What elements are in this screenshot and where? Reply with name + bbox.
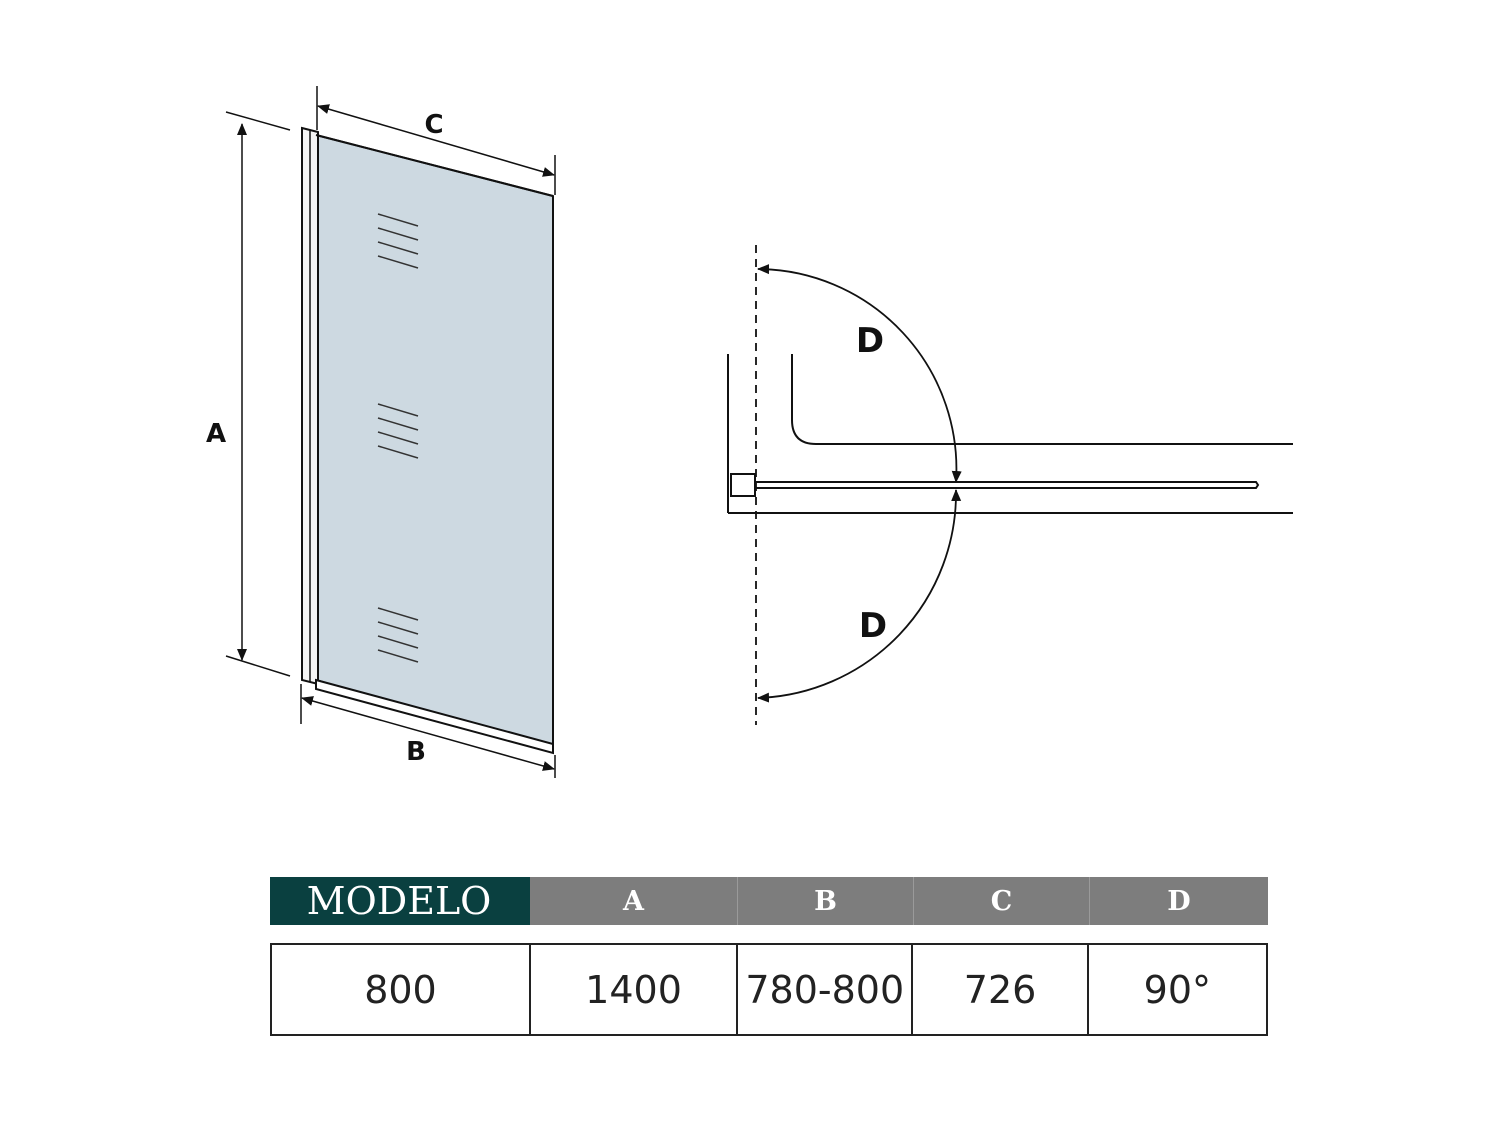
dimension-a (225, 111, 291, 677)
glass-pane (315, 133, 554, 754)
glass-panel-topview (755, 481, 1260, 489)
label-c: C (424, 110, 443, 140)
header-b: B (738, 877, 914, 925)
header-c: C (914, 877, 1090, 925)
bath-rim (791, 354, 1293, 445)
label-d-lower: D (859, 606, 887, 646)
shower-screen-diagram: A C B D D (206, 86, 1293, 778)
table-header-row: MODELO A B C D (270, 877, 1268, 925)
dimension-b (300, 684, 556, 778)
frosted-stripes-top (377, 213, 419, 269)
glass-panel-view: A C B (206, 86, 556, 778)
label-a: A (206, 419, 226, 449)
cell-b: 780-800 (738, 945, 914, 1034)
label-b: B (406, 737, 426, 767)
hinge-block (730, 473, 756, 497)
cell-c: 726 (913, 945, 1089, 1034)
header-a: A (530, 877, 738, 925)
cell-a: 1400 (531, 945, 739, 1034)
table-row: 800 1400 780-800 726 90° (270, 943, 1268, 1036)
header-d: D (1090, 877, 1268, 925)
cell-modelo: 800 (272, 945, 531, 1034)
dimension-c (316, 86, 556, 195)
cell-d: 90° (1143, 967, 1212, 1012)
header-modelo: MODELO (270, 877, 530, 925)
frosted-stripes-bottom (377, 607, 419, 663)
frosted-stripes-middle (377, 403, 419, 459)
swing-angle-view (727, 245, 1293, 725)
spec-table: MODELO A B C D 800 1400 780-800 726 90° (270, 877, 1268, 1036)
swing-arc-lower (757, 489, 962, 703)
swing-arc-upper (757, 264, 962, 483)
label-d-upper: D (856, 321, 884, 361)
